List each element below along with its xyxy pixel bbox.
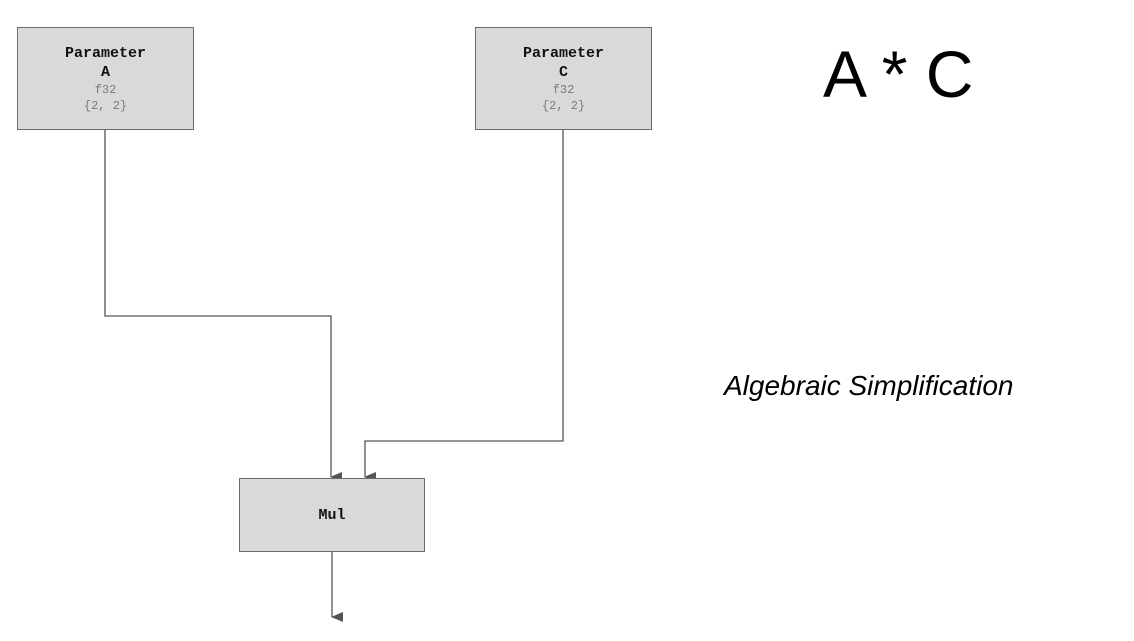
parameter-c-title: Parameter [522,44,604,62]
parameter-c-dtype: f32 [552,82,575,97]
edge-a-to-mul [104,130,342,482]
parameter-a-node[interactable]: Parameter A f32 {2, 2} [17,27,194,130]
parameter-a-dtype: f32 [94,82,117,97]
edge-c-to-mul [364,130,564,482]
parameter-a-name: A [100,63,110,81]
mul-node[interactable]: Mul [239,478,425,552]
expression-text: A * C [823,37,974,111]
caption-text: Algebraic Simplification [724,370,1014,401]
parameter-a-title: Parameter [64,44,146,62]
parameter-c-node[interactable]: Parameter C f32 {2, 2} [475,27,652,130]
mul-title: Mul [318,506,346,524]
parameter-a-shape: {2, 2} [83,98,128,113]
parameter-c-shape: {2, 2} [541,98,586,113]
parameter-c-name: C [558,63,568,81]
